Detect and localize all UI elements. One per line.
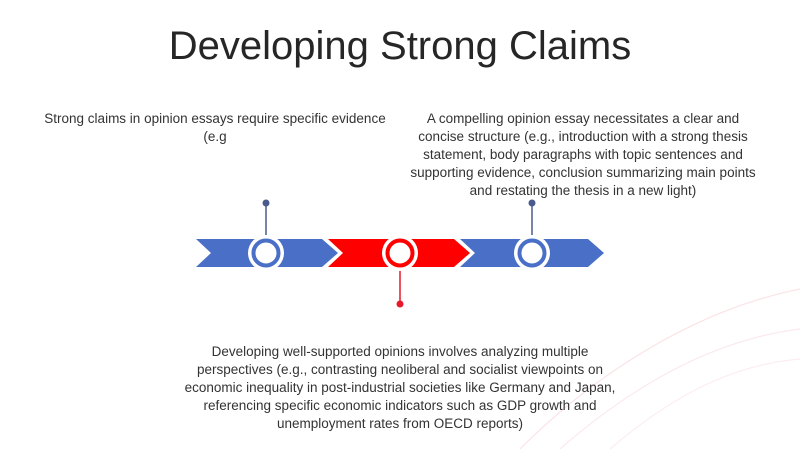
background-decoration [519, 288, 800, 449]
timeline-node-icon [382, 235, 418, 271]
point-text-2: A compelling opinion essay necessitates … [410, 111, 756, 198]
timeline-stem-2 [396, 268, 404, 308]
point-text-1: Strong claims in opinion essays require … [44, 111, 386, 144]
timeline-node-icon [248, 235, 284, 271]
slide-title: Developing Strong Claims [168, 24, 632, 68]
timeline-stem-1 [262, 199, 270, 238]
timeline-node-icon [514, 235, 550, 271]
point-text-3: Developing well-supported opinions invol… [184, 344, 616, 431]
timeline-stem-3 [528, 199, 536, 238]
